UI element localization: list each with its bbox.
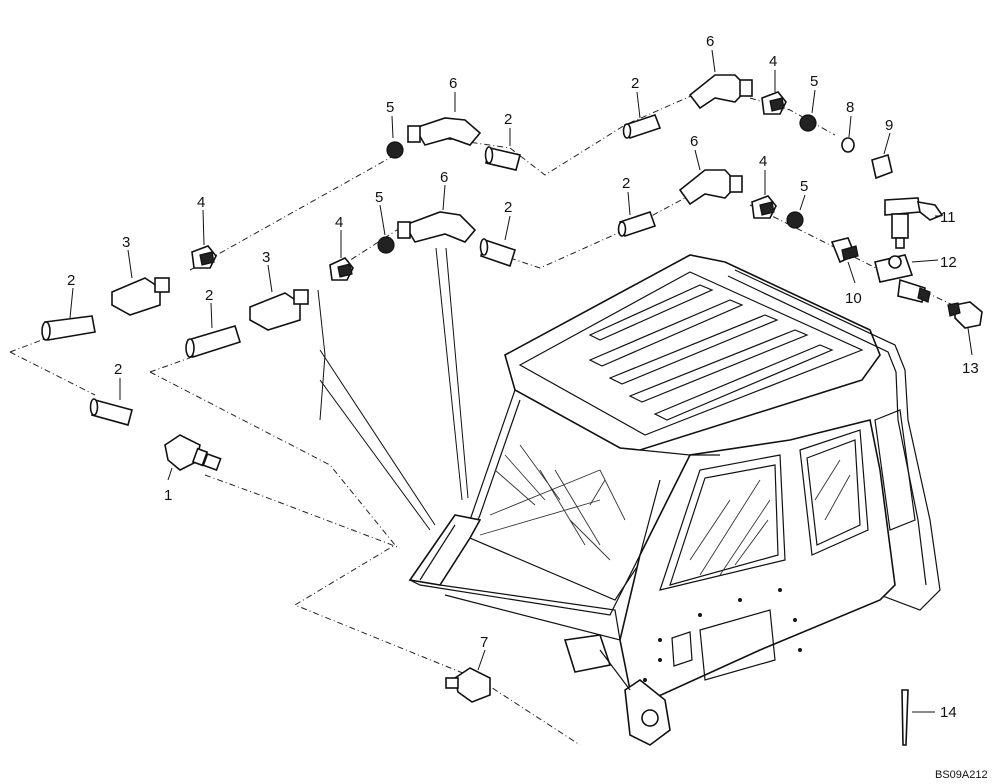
part-2-hose	[41, 113, 662, 426]
cab-roof	[504, 254, 881, 451]
part-10-adapter	[830, 237, 859, 264]
callout-5: 5	[386, 99, 394, 116]
callout-5: 5	[800, 178, 808, 195]
front-lower-panel	[408, 514, 482, 586]
callout-13: 13	[962, 360, 979, 377]
callout-2: 2	[504, 111, 512, 128]
callout-11: 11	[940, 209, 956, 226]
callout-5: 5	[810, 73, 818, 90]
callout-1: 1	[164, 487, 172, 504]
callout-2: 2	[631, 75, 639, 92]
part-9-cap	[871, 153, 893, 180]
lower-bracket	[563, 634, 612, 673]
part-7-switch	[445, 667, 491, 703]
part-3-sender	[111, 277, 309, 331]
callout-2: 2	[114, 361, 122, 378]
callout-6: 6	[440, 169, 448, 186]
callout-14: 14	[940, 704, 957, 721]
front-glass	[479, 444, 626, 561]
callout-2: 2	[67, 272, 75, 289]
figure-code: BS09A212	[935, 769, 988, 781]
leader-lines	[317, 247, 469, 531]
part-12-tee	[874, 254, 931, 303]
callout-2: 2	[205, 287, 213, 304]
side-door-window	[659, 454, 786, 591]
callout-12: 12	[940, 254, 957, 271]
part-4-fitting	[191, 91, 787, 281]
callout-3: 3	[262, 249, 270, 266]
callout-4: 4	[335, 214, 343, 231]
rivets	[642, 587, 802, 682]
callout-3: 3	[122, 234, 130, 251]
rear-side-window	[799, 429, 869, 556]
callout-5: 5	[375, 189, 383, 206]
callout-2: 2	[622, 175, 630, 192]
callout-7: 7	[480, 634, 488, 651]
callout-8: 8	[846, 99, 854, 116]
callout-6: 6	[449, 75, 457, 92]
callout-4: 4	[759, 153, 767, 170]
part-8-o-ring	[841, 137, 855, 153]
callout-9: 9	[885, 117, 893, 134]
part-5-nut	[377, 114, 817, 254]
part-6-elbow	[397, 74, 753, 243]
callout-4: 4	[197, 194, 205, 211]
cab-side-body	[619, 419, 896, 701]
callout-6: 6	[706, 33, 714, 50]
part-14-strap	[901, 689, 935, 746]
callout-ticks	[69, 49, 973, 671]
callout-6: 6	[690, 133, 698, 150]
callouts: 1 2 2 2 2 2 2 2 3 3 4 4 4 4 5 5 5 5 6 6 …	[67, 33, 979, 721]
roll-bar	[734, 269, 941, 611]
operator-cab	[408, 254, 941, 746]
callout-10: 10	[845, 290, 862, 307]
part-1-pressure-switch	[164, 434, 222, 472]
roof-slats	[588, 284, 834, 421]
part-13-switch	[947, 301, 983, 329]
part-11-valve	[884, 197, 944, 249]
callout-2: 2	[504, 199, 512, 216]
callout-4: 4	[769, 53, 777, 70]
